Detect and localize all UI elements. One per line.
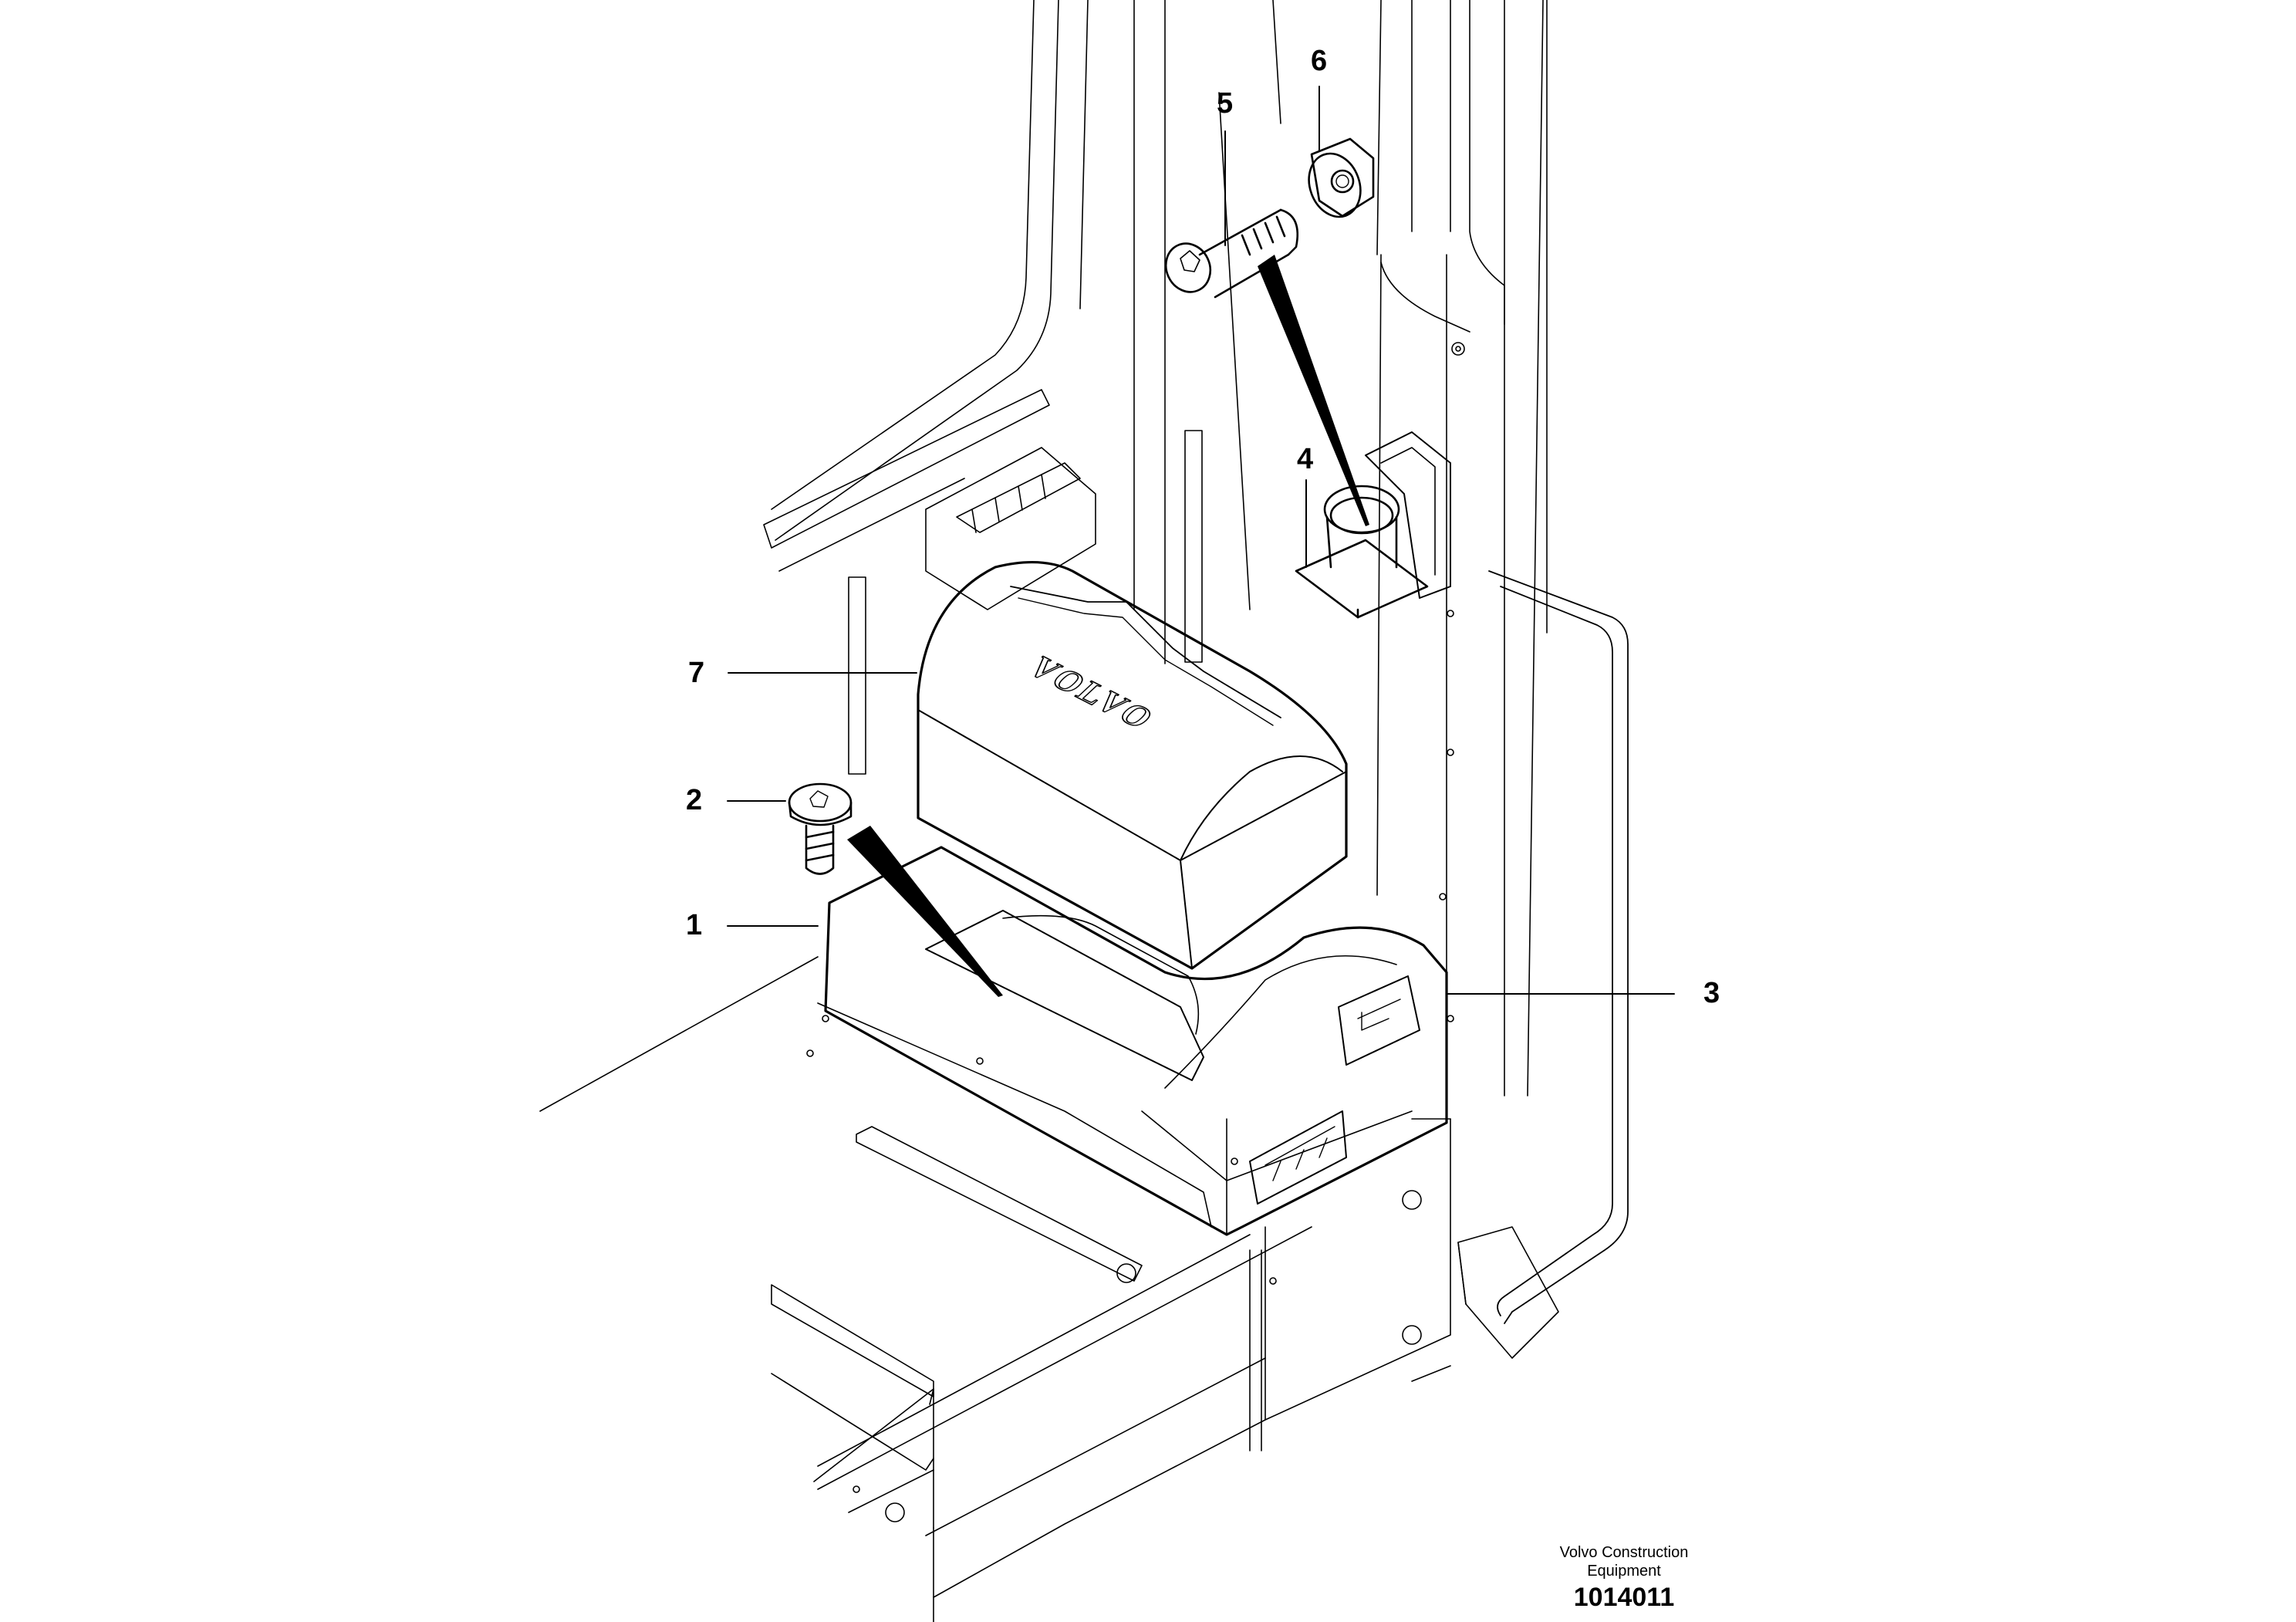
callout-4: 4 — [1297, 443, 1314, 475]
wedge-bolt-to-cupholder — [1258, 255, 1369, 526]
cab-floor-base — [540, 957, 1558, 1622]
drawing-number: 1014011 — [1573, 1583, 1675, 1612]
wedge-screw-to-base — [847, 826, 1003, 997]
callout-5: 5 — [1217, 87, 1234, 120]
callout-3: 3 — [1703, 977, 1720, 1009]
drawing-footer: Volvo Construction Equipment 1014011 — [1535, 1543, 1713, 1614]
callout-6: 6 — [1311, 45, 1328, 77]
company-name-line1: Volvo Construction — [1559, 1544, 1689, 1561]
part-4-cup-holder — [1296, 432, 1450, 617]
callout-7: 7 — [688, 657, 705, 689]
cab-frame — [764, 0, 1547, 1103]
part-2-screw — [789, 784, 851, 874]
grab-handle — [1489, 571, 1628, 1323]
company-name-line2: Equipment — [1587, 1563, 1661, 1580]
part-1-console-base — [826, 847, 1447, 1235]
callout-leaders — [728, 86, 1674, 994]
callout-1: 1 — [686, 909, 703, 941]
callout-2: 2 — [686, 784, 703, 816]
assembly-leader-wedges — [847, 255, 1369, 997]
volvo-logo: VOLVO — [1020, 650, 1163, 735]
part-7-storage-box: VOLVO — [918, 563, 1346, 968]
part-6-flange-nut — [1301, 139, 1373, 224]
